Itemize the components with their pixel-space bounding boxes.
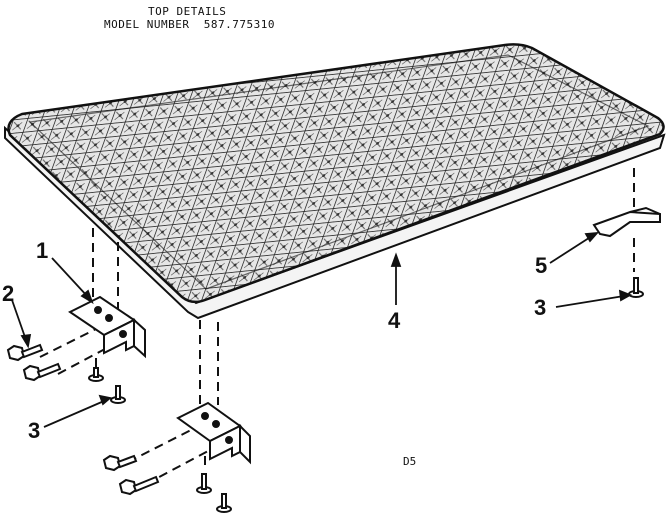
diagram-title: TOP DETAILS [148, 5, 227, 18]
callout-5: 5 [535, 253, 548, 278]
screw [110, 385, 126, 404]
table-top [4, 43, 666, 320]
alignment-lines [39, 168, 635, 485]
callout-1: 1 [36, 238, 49, 263]
callout-3: 3 [534, 295, 547, 320]
screw [216, 493, 232, 513]
table-clip [592, 206, 661, 238]
model-number-line: MODEL NUMBER 587.775310 [104, 18, 275, 31]
corner-bracket-lower [176, 401, 251, 465]
hex-bolt [6, 343, 44, 362]
callout-2: 2 [2, 281, 15, 306]
hex-bolt [22, 362, 62, 382]
screw [88, 367, 104, 382]
screw [196, 473, 212, 494]
corner-bracket-upper [68, 295, 146, 359]
callout-4: 4 [388, 308, 401, 333]
leader-lines [11, 231, 633, 428]
hex-bolt [102, 454, 138, 472]
screw [628, 277, 644, 298]
figure-code: D5 [403, 455, 417, 468]
hex-bolt [118, 475, 160, 496]
callout-3: 3 [28, 418, 41, 443]
